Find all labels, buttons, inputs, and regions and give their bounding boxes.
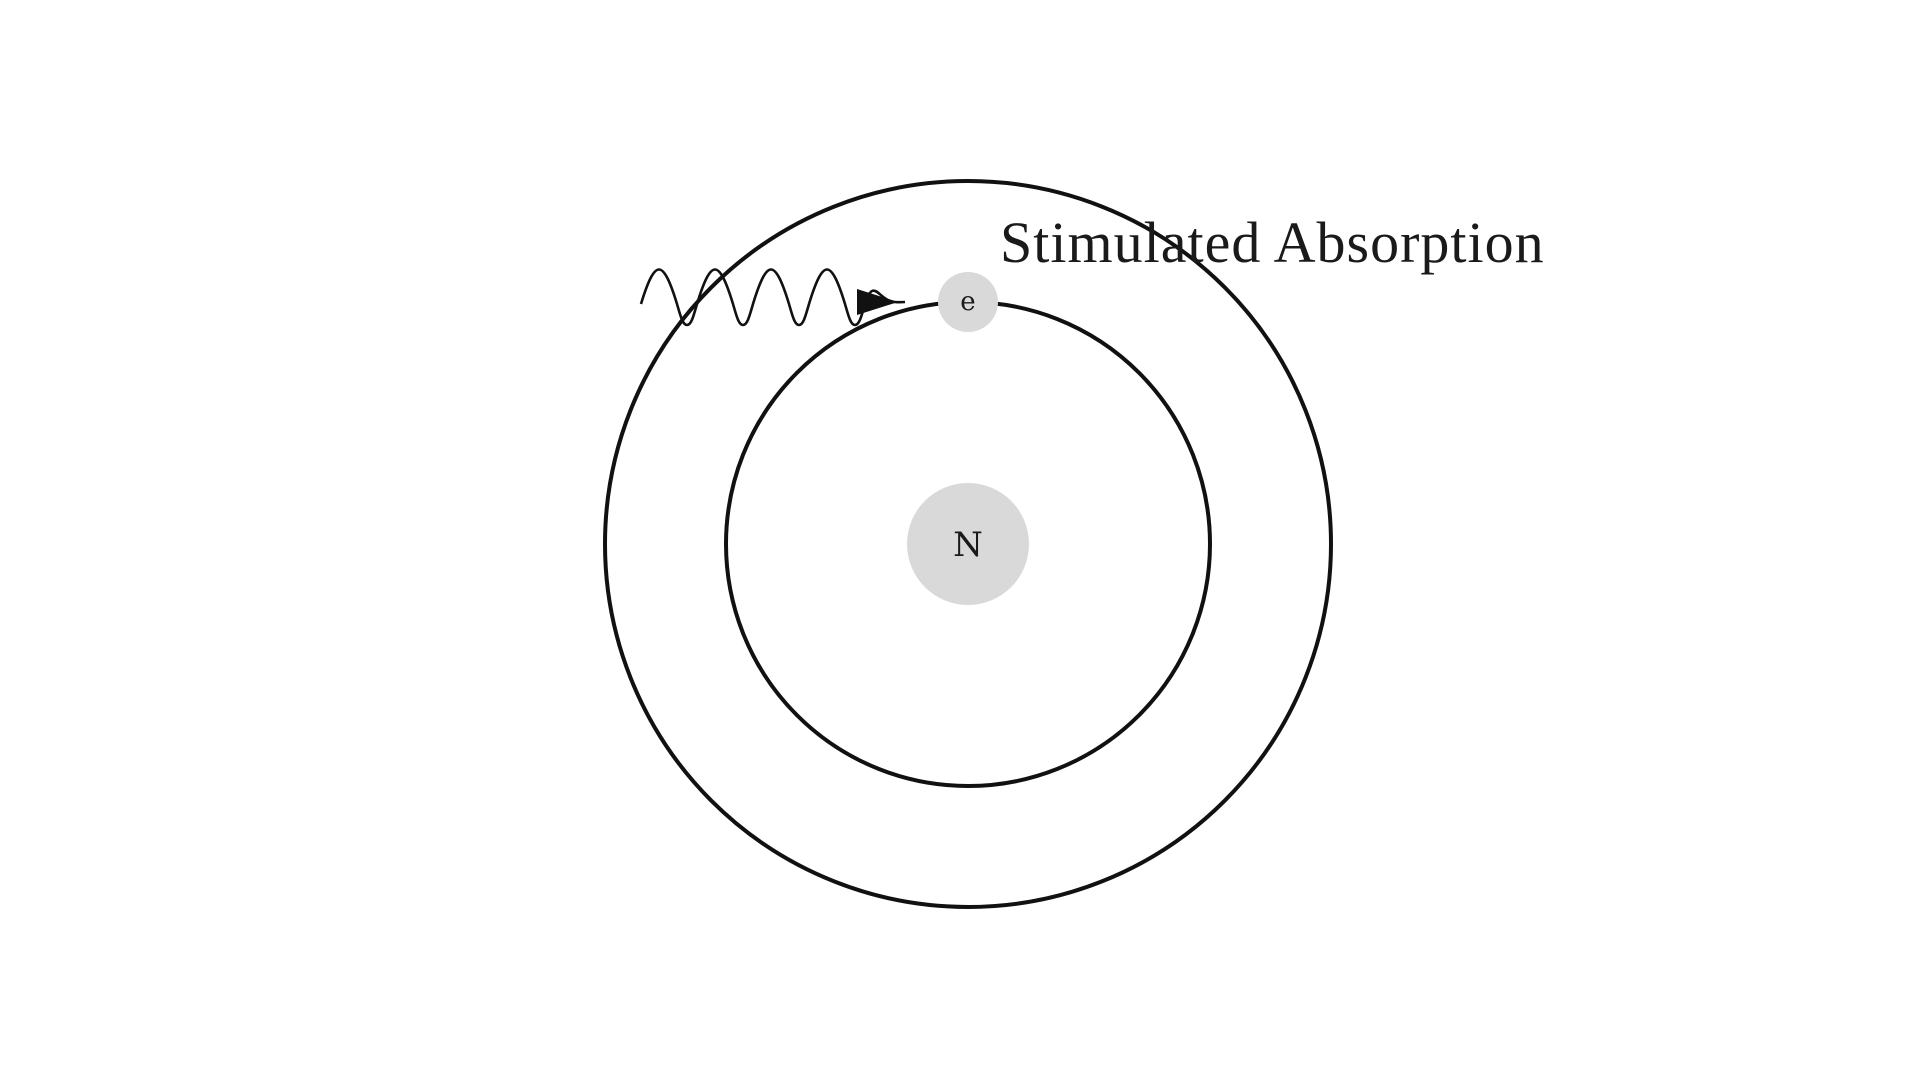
diagram-title: Stimulated Absorption (1000, 210, 1545, 275)
nucleus-circle (907, 483, 1029, 605)
nucleus: N (907, 483, 1029, 605)
photon-arrowhead (857, 289, 898, 315)
electron-label: e (960, 287, 975, 317)
outer-orbit (603, 179, 1333, 909)
wavy-arrow-icon (639, 268, 906, 327)
photon-wave (639, 268, 906, 327)
electron-circle (938, 272, 998, 332)
nucleus-label: N (953, 525, 983, 565)
electron: e (938, 272, 998, 332)
